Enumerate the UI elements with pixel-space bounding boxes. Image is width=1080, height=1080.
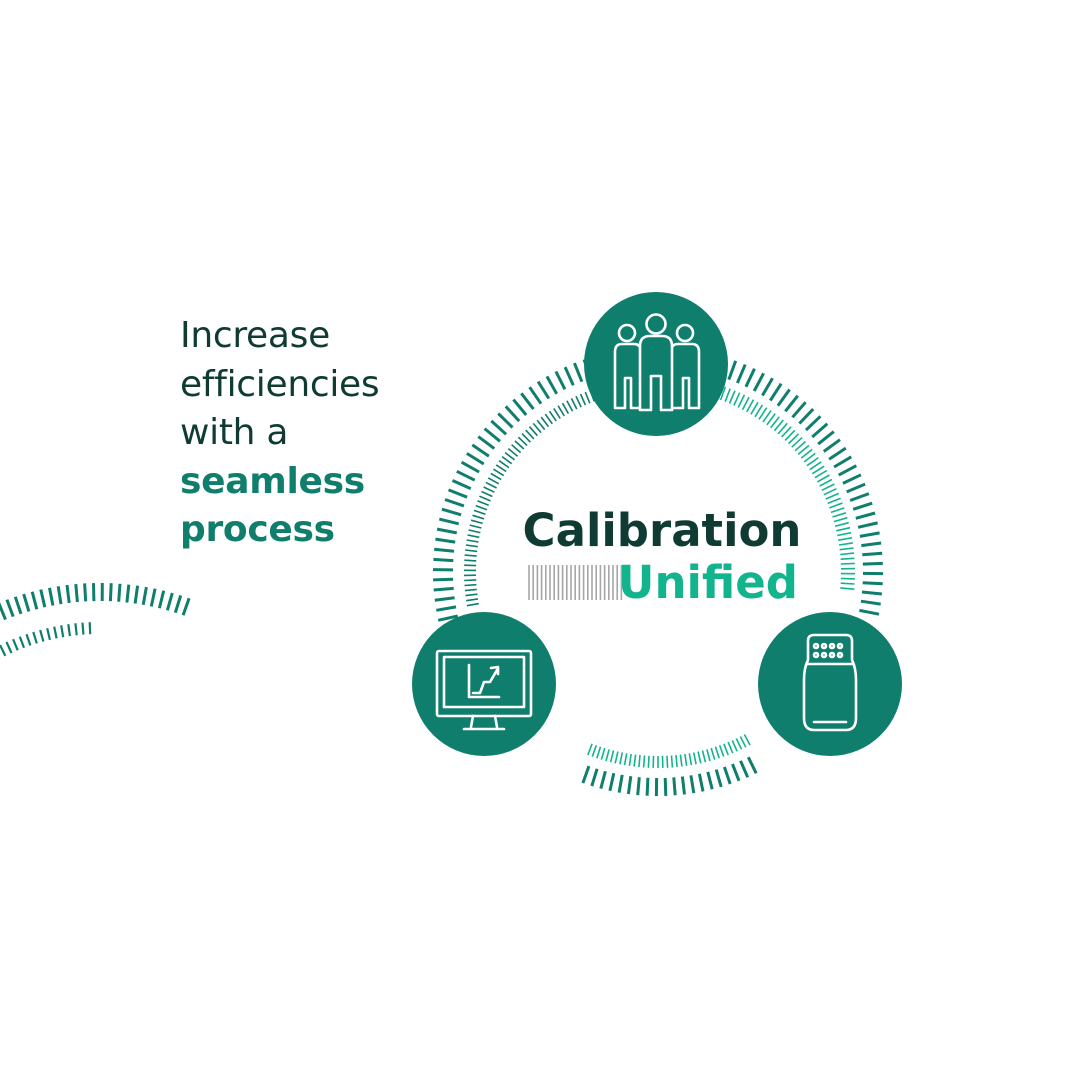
node-left (412, 612, 556, 756)
node-top (584, 292, 728, 436)
center-subtitle: Unified (618, 556, 798, 609)
ring-outer-arc-bottom (581, 756, 758, 797)
calibrator-device-icon (802, 633, 858, 732)
ring-inner-arc-bottom (587, 734, 751, 768)
corner-arc-outer (0, 582, 191, 621)
headline-line-1: Increase (180, 315, 330, 356)
corner-arc-inner (0, 622, 92, 659)
headline: Increase efficiencies with a seamless pr… (180, 312, 480, 555)
ring-inner-arc-left (463, 390, 596, 607)
gray-stripe-pattern (528, 565, 623, 600)
headline-line-3: with a (180, 412, 289, 453)
people-group-icon (613, 313, 701, 412)
node-right (758, 612, 902, 756)
headline-line-5: process (180, 509, 335, 550)
corner-tick-arcs (0, 582, 191, 659)
headline-line-4: seamless (180, 460, 365, 502)
headline-line-2: efficiencies (180, 363, 380, 405)
center-title: Calibration (523, 504, 802, 557)
ring-inner-arc-right (719, 386, 856, 590)
monitor-chart-icon (435, 649, 533, 731)
